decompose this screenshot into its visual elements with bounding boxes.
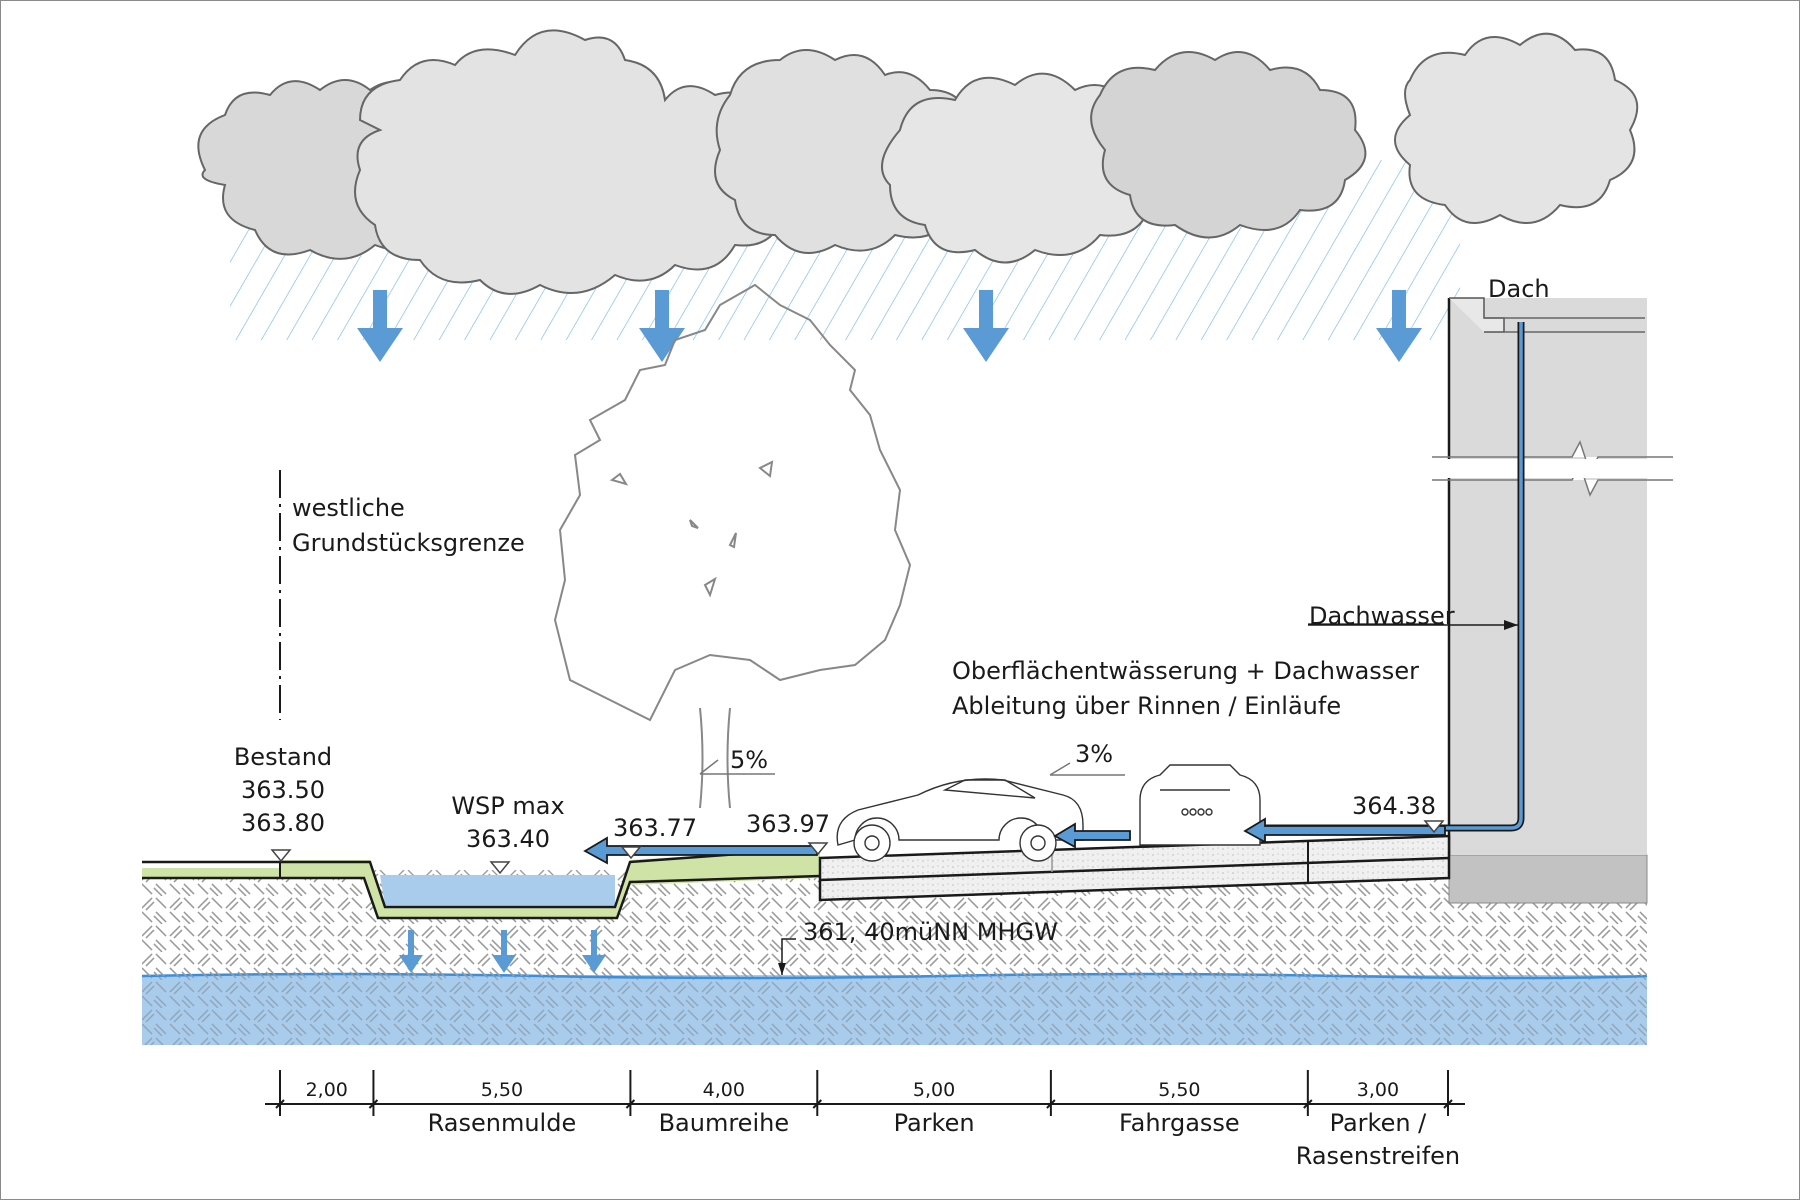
level-364-38: 364.38 — [1352, 792, 1436, 820]
downpipe — [1250, 322, 1523, 830]
slope-mark — [699, 759, 775, 775]
dimension-value: 5,50 — [481, 1079, 523, 1101]
grass-layer — [142, 848, 820, 918]
dimension-value: 4,00 — [703, 1079, 745, 1101]
dimension-slash — [1443, 1099, 1453, 1109]
dimension-slash — [368, 1099, 379, 1109]
car-icon — [836, 778, 1084, 862]
bestand-level-1: 363.50 — [241, 776, 325, 804]
level-363-77: 363.77 — [613, 814, 697, 842]
triangle-down-icon — [807, 842, 829, 856]
boundary-label-line1: westliche — [292, 494, 405, 522]
dimension-zone-label: Baumreihe — [659, 1109, 790, 1137]
triangle-down-icon — [1423, 820, 1445, 834]
wsp-label: WSP max — [451, 792, 564, 820]
tree-icon — [553, 283, 912, 809]
groundwater-zone — [142, 975, 1647, 1045]
arrow-down-icon — [492, 930, 516, 973]
slope-mark — [1049, 762, 1125, 776]
arrow-down-icon — [582, 930, 606, 973]
arrow-left-icon — [1053, 822, 1131, 849]
rain-arrows — [357, 290, 1422, 362]
dimension-zone-label: Rasenstreifen — [1296, 1142, 1460, 1170]
wsp-level: 363.40 — [466, 825, 550, 853]
dimension-chain — [265, 1070, 1465, 1116]
dimension-slash — [625, 1099, 636, 1109]
dimension-slash — [1046, 1099, 1056, 1109]
boundary-label-line2: Grundstücksgrenze — [292, 529, 525, 557]
dimension-slash — [275, 1099, 285, 1109]
dimension-value: 2,00 — [306, 1079, 348, 1101]
dimension-value: 3,00 — [1357, 1079, 1399, 1101]
arrow-left-icon — [1243, 817, 1446, 844]
dimension-zone-label: Parken / — [1330, 1109, 1428, 1137]
triangle-down-icon — [489, 861, 511, 875]
arrow-down-icon — [963, 290, 1009, 362]
dimension-zone-label: Rasenmulde — [428, 1109, 577, 1137]
groundwater-label: 361, 40müNN MHGW — [803, 918, 1058, 946]
drainage-line2: Ableitung über Rinnen / Einläufe — [952, 692, 1341, 720]
foundation — [1448, 854, 1648, 904]
dimension-zone-label: Parken — [894, 1109, 975, 1137]
slope-road: 3% — [1075, 740, 1113, 768]
arrow-down-icon — [357, 290, 403, 362]
dimension-value: 5,50 — [1158, 1079, 1200, 1101]
dimension-value: 5,00 — [913, 1079, 955, 1101]
bestand-label: Bestand — [234, 743, 332, 771]
bestand-level-2: 363.80 — [241, 809, 325, 837]
cloud-icon — [197, 29, 1639, 295]
arrow-down-icon — [399, 930, 423, 973]
building-wall — [1449, 298, 1647, 855]
level-363-97: 363.97 — [746, 810, 830, 838]
dach-label: Dach — [1488, 275, 1550, 303]
arrow-down-icon — [1376, 290, 1422, 362]
swale-water — [380, 875, 615, 905]
drainage-line1: Oberflächentwässerung + Dachwasser — [952, 657, 1419, 685]
infiltration-arrows — [399, 930, 606, 973]
dimension-slash — [812, 1099, 822, 1109]
dimension-slash — [1303, 1099, 1313, 1109]
slope-tree: 5% — [730, 746, 768, 774]
triangle-down-icon — [620, 846, 642, 860]
dachwasser-label: Dachwasser — [1309, 602, 1455, 630]
dimension-zone-label: Fahrgasse — [1119, 1109, 1240, 1137]
triangle-down-icon — [270, 849, 292, 863]
car-icon — [1139, 764, 1261, 846]
